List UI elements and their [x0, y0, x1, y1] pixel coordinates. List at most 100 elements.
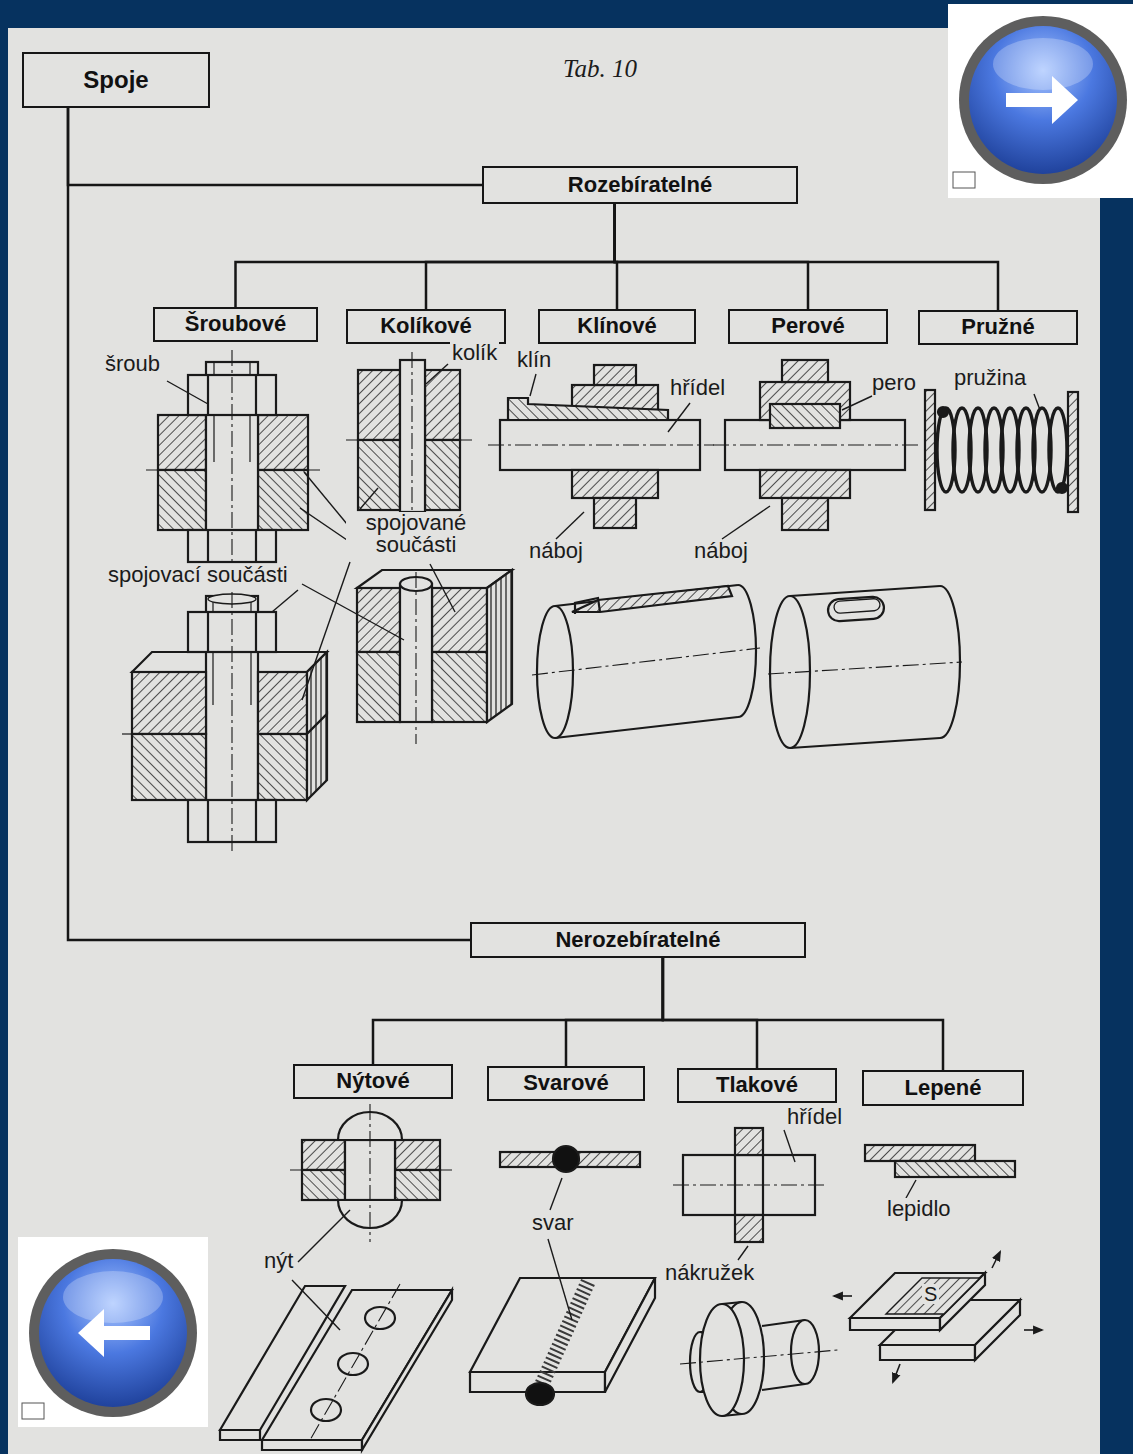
spring-joint: [1049, 408, 1067, 492]
box-label: Perové: [771, 314, 844, 338]
rivet-joint-section: [302, 1170, 345, 1200]
part-label: lepidlo: [885, 1198, 953, 1220]
leader-lines: [292, 1280, 340, 1330]
key-joint-view: [834, 598, 881, 613]
glued-joint-view: [1024, 1329, 1042, 1331]
leader-lines: [300, 508, 347, 540]
part-label: klín: [515, 349, 553, 371]
back-button: [39, 1259, 187, 1407]
glued-joint-view: [880, 1345, 975, 1360]
next-button: [953, 172, 975, 188]
press-joint-section: [673, 1184, 827, 1185]
key-joint-section: [713, 360, 918, 530]
rivet-joint-view: [311, 1399, 341, 1421]
joint-type-box: Tlakové: [677, 1068, 837, 1103]
box-label: Tlakové: [716, 1073, 798, 1097]
wedge-joint-section: [488, 444, 714, 445]
leader-lines: [668, 403, 690, 432]
bolt-joint-view: [258, 734, 307, 800]
weld-joint-view: [605, 1278, 655, 1392]
leader-lines: [304, 472, 347, 524]
rivet-joint-view: [262, 1440, 362, 1450]
bolt-joint-view: [122, 733, 132, 734]
glued-joint-section: [865, 1145, 1015, 1177]
box-label: Klínové: [577, 314, 656, 338]
pin-joint-section: [346, 439, 472, 440]
next-button: [948, 4, 1133, 198]
press-joint-section: [673, 1128, 827, 1242]
glued-joint-section: [895, 1161, 1015, 1177]
key-joint-section: [782, 498, 828, 530]
joint-type-box: Lepené: [862, 1070, 1024, 1106]
press-joint-view: [680, 1350, 838, 1364]
part-label: šroub: [103, 353, 162, 375]
press-joint-section: [735, 1215, 763, 1242]
spring-joint: [938, 407, 948, 417]
pin-joint-section: [411, 352, 412, 518]
box-label: Svarové: [523, 1071, 609, 1095]
pin-joint-section: [358, 370, 400, 440]
wedge-joint-view: [537, 606, 573, 738]
tree-connector: [615, 204, 998, 310]
tree-connector: [663, 958, 943, 1070]
part-label: pero: [870, 372, 918, 394]
leader-lines: [842, 396, 872, 410]
glued-joint-view: [992, 1252, 1000, 1268]
leader-lines: [430, 564, 455, 612]
weld-joint-view: [470, 1278, 655, 1405]
rivet-joint-section: [395, 1170, 440, 1200]
weld-joint-section: [553, 1146, 579, 1172]
bolt-joint-view: [132, 672, 206, 734]
wedge-joint-view: [532, 585, 760, 738]
leader-lines: [530, 374, 536, 396]
next-button: [1006, 76, 1078, 124]
box-label: Šroubové: [185, 312, 286, 336]
category-box: Nerozebíratelné: [470, 922, 806, 958]
back-button: [18, 1237, 208, 1427]
category-box: Rozebíratelné: [482, 166, 798, 204]
spring-joint: [937, 408, 1067, 492]
leader-lines: [906, 1180, 916, 1198]
pin-joint-section: [346, 352, 472, 518]
weld-joint-view: [526, 1383, 554, 1405]
leader-lines: [167, 381, 208, 404]
spring-joint: [925, 390, 935, 510]
bolt-joint-view: [258, 672, 307, 734]
weld-joint-section: [574, 1152, 640, 1167]
glued-joint-view: [834, 1295, 852, 1297]
joint-type-box: Pružné: [918, 310, 1078, 345]
back-button: [63, 1271, 163, 1323]
wedge-joint-section: [594, 498, 636, 528]
pin-joint-view: [357, 570, 512, 744]
key-joint-section: [770, 404, 840, 428]
weld-joint-view: [470, 1278, 655, 1372]
next-button: [969, 26, 1117, 174]
leader-lines: [550, 1178, 562, 1210]
bolt-joint-view: [132, 734, 206, 800]
pin-joint-view: [432, 652, 487, 722]
pin-joint-view: [357, 588, 400, 652]
tree-connector: [426, 204, 615, 309]
part-label: nákružek: [663, 1262, 756, 1284]
tree-connector: [373, 958, 663, 1064]
box-label: Kolíkové: [380, 314, 472, 338]
spring-joint: [925, 390, 1078, 512]
pin-joint-section: [425, 440, 460, 510]
part-label: hřídel: [785, 1106, 844, 1128]
glued-joint-section: [865, 1145, 975, 1161]
root-box: Spoje: [22, 52, 210, 108]
wedge-joint-view: [575, 598, 600, 614]
wedge-joint-section: [572, 470, 658, 498]
key-joint-view: [827, 596, 884, 622]
back-button: [29, 1249, 197, 1417]
rivet-joint-view: [338, 1353, 368, 1375]
rivet-joint-view: [310, 1284, 400, 1440]
bolt-joint-section: [258, 415, 308, 470]
leader-lines: [298, 1210, 350, 1262]
pin-joint-view: [357, 652, 400, 722]
glued-joint-view: [975, 1300, 1020, 1360]
box-label: Pružné: [961, 315, 1034, 339]
bolt-joint-section: [146, 350, 320, 575]
